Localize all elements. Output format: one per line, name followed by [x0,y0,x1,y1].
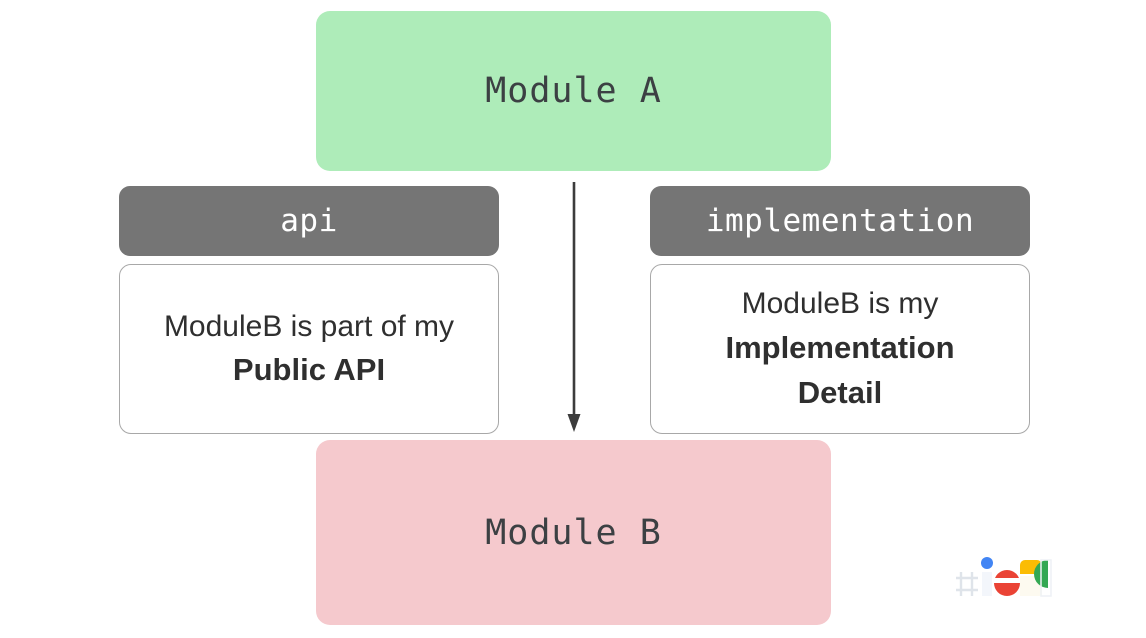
config-card-implementation-line-3: Detail [797,374,883,410]
config-card-implementation-line-1: ModuleB is my [741,287,939,321]
config-chip-implementation-label: implementation [705,203,975,239]
config-column-implementation: implementation ModuleB is my Implementat… [650,186,1030,434]
google-io-logo [955,550,1053,606]
config-chip-api-label: api [280,203,338,239]
config-card-api: ModuleB is part of my Public API [119,264,499,434]
module-b-box: Module B [316,440,831,625]
config-card-api-line-2: Public API [232,352,386,388]
config-chip-api[interactable]: api [119,186,499,256]
module-b-label: Module B [485,512,662,553]
module-a-box: Module A [316,11,831,171]
dependency-arrow [566,182,582,434]
config-chip-implementation[interactable]: implementation [650,186,1030,256]
config-column-api: api ModuleB is part of my Public API [119,186,499,434]
config-card-implementation: ModuleB is my Implementation Detail [650,264,1030,434]
config-card-implementation-line-2: Implementation [725,329,955,365]
module-a-label: Module A [485,71,662,111]
config-card-api-line-1: ModuleB is part of my [163,309,455,343]
